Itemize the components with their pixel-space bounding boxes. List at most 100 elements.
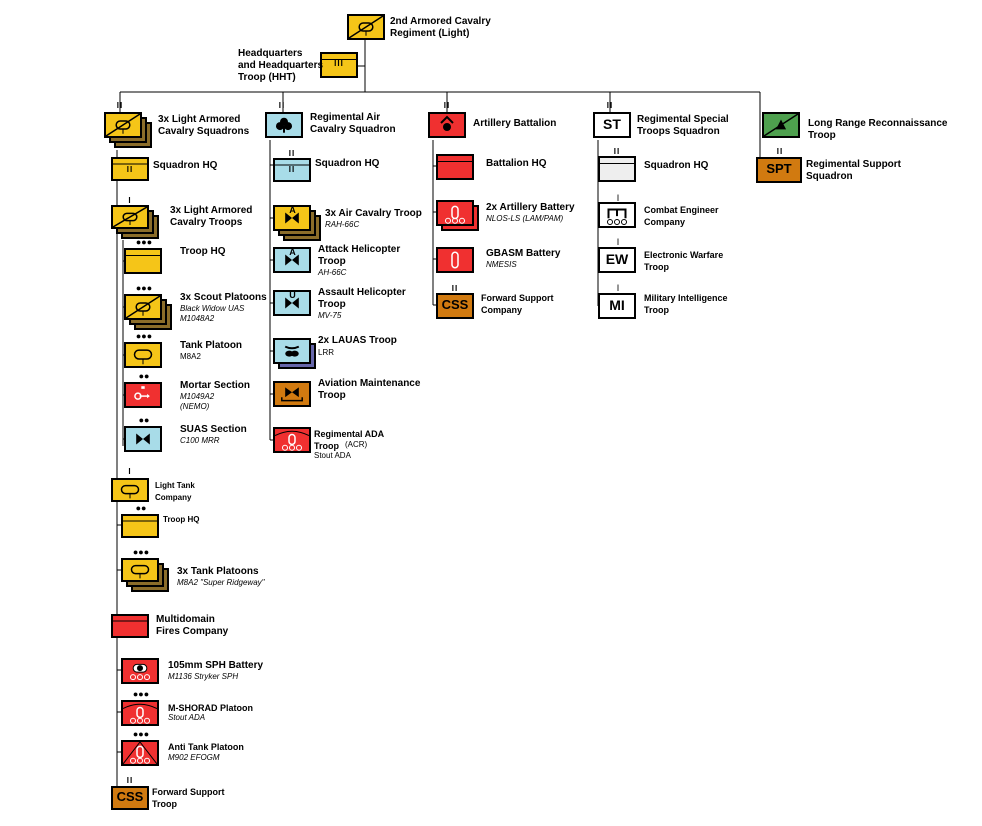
- suas-label-sub: C100 MRR: [180, 436, 220, 445]
- echelon-marker: II: [606, 101, 614, 110]
- antitank-sub: M902 EFOGM: [168, 753, 220, 762]
- letter-marker: A: [289, 205, 297, 215]
- troop-hq-symbol: [124, 248, 162, 274]
- arty-symbol: [428, 112, 466, 138]
- lt-tank-plts-symbol: [121, 558, 159, 582]
- stsq-symbol: [593, 112, 631, 138]
- fsc-symbol: [436, 293, 474, 319]
- fsc-label: Forward Support Company: [481, 293, 554, 315]
- echelon-dots: ●●●: [132, 729, 150, 739]
- echelon-dots: ●●●: [135, 283, 153, 293]
- mortar-symbol: [124, 382, 162, 408]
- engineer-symbol: [598, 202, 636, 228]
- echelon-marker: II: [288, 149, 296, 158]
- attack-label: Attack Helicopter Troop: [318, 244, 401, 267]
- bn-hq-symbol: [436, 154, 474, 180]
- engineer-label: Combat Engineer Company: [644, 205, 719, 227]
- air-cav-symbol: [273, 205, 311, 231]
- echelon-dots: ●●: [138, 371, 150, 381]
- echelon-dots: ●●: [138, 415, 150, 425]
- fst-symbol: [111, 786, 149, 810]
- gbasm-label: GBASM Battery: [486, 248, 561, 259]
- assault-label: Assault Helicopter Troop: [318, 287, 406, 310]
- mortar-label: Mortar Section: [180, 380, 251, 391]
- lt-troop-hq-symbol: [121, 514, 159, 538]
- stsq-st: ST: [603, 116, 621, 132]
- lauas-label: 2x LAUAS Troop: [318, 335, 397, 346]
- arty-label: Artillery Battalion: [473, 118, 557, 129]
- light-tank-label: Light Tank Company: [155, 481, 195, 502]
- echelon-marker: I: [128, 467, 132, 476]
- echelon-dots: ●●●: [132, 547, 150, 557]
- st-sqn-hq-symbol: [598, 156, 636, 182]
- gbasm-symbol: [436, 247, 474, 273]
- fst-label: Forward Support Troop: [152, 787, 225, 809]
- echelon-marker: II: [278, 101, 286, 110]
- assault-symbol: [273, 290, 311, 316]
- mshorad-symbol: [121, 700, 159, 726]
- reg-ada-acr: (ACR): [345, 440, 368, 449]
- rss-symbol: [756, 157, 802, 183]
- suas-symbol: [124, 426, 162, 452]
- lauas-label-sub: LRR: [318, 348, 335, 357]
- echelon-dots: ●●●: [135, 331, 153, 341]
- hht-symbol: [320, 52, 358, 78]
- antitank-label: Anti Tank Platoon: [168, 742, 244, 752]
- lrrt-symbol: [762, 112, 800, 138]
- letter-marker: A: [289, 247, 297, 257]
- mdf-symbol: [111, 614, 149, 638]
- tank-platoon-symbol: [124, 342, 162, 368]
- sph-symbol: [121, 658, 159, 684]
- tank-plts-label: 3x Tank Platoons: [177, 566, 259, 577]
- sph-label: 105mm SPH Battery: [168, 660, 264, 671]
- squadrons-label: 3x Light Armored Cavalry Squadrons: [158, 114, 250, 137]
- mi-label: Military Intelligence Troop: [644, 293, 728, 315]
- ew-label: Electronic Warfare Troop: [644, 250, 724, 272]
- regiment-label: 2nd Armored Cavalry Regiment (Light): [390, 16, 491, 39]
- air-sqn-hq-symbol: [273, 158, 311, 182]
- air-cav-label-sub: RAH-66C: [325, 220, 360, 229]
- rss-label: Regimental Support Squadron: [806, 159, 902, 182]
- echelon-dots: I: [616, 193, 620, 203]
- regiment-symbol: [347, 14, 385, 40]
- echelon-marker: III: [334, 59, 344, 68]
- echelon-marker: II: [288, 165, 296, 174]
- scout-label-sub: Black Widow UAS M1048A2: [180, 304, 245, 323]
- stsq-label: Regimental Special Troops Squadron: [637, 114, 729, 137]
- attack-label-sub: AH-66C: [318, 268, 347, 277]
- ew-text: EW: [605, 251, 629, 267]
- lt-troop-hq-label: Troop HQ: [163, 515, 200, 524]
- scout-symbol: [124, 294, 162, 320]
- mshorad-sub: Stout ADA: [168, 713, 206, 722]
- lrrt-label: Long Range Reconnaissance Troop: [808, 118, 948, 141]
- air-sqn-symbol: [265, 112, 303, 138]
- antitank-symbol: [121, 740, 159, 766]
- echelon-marker: II: [776, 147, 784, 156]
- echelon-marker: II: [126, 776, 134, 785]
- troops-label: 3x Light Armored Cavalry Troops: [170, 205, 253, 228]
- squadron-hq-symbol: [111, 157, 149, 181]
- st-sqn-hq-label: Squadron HQ: [644, 160, 709, 171]
- mdf-label: Multidomain Fires Company: [156, 614, 229, 637]
- reg-ada-symbol: [273, 427, 311, 453]
- lauas-symbol: [273, 338, 311, 364]
- squadrons-symbol: [104, 112, 142, 138]
- echelon-marker: II: [613, 147, 621, 156]
- scout-label: 3x Scout Platoons: [180, 292, 267, 303]
- echelon-dots: I: [616, 237, 620, 247]
- echelon-marker: II: [451, 284, 459, 293]
- echelon-marker: II: [443, 101, 451, 110]
- light-tank-symbol: [111, 478, 149, 502]
- tank-platoon-label: Tank Platoon: [180, 340, 243, 351]
- tank-platoon-label-sub: M8A2: [180, 352, 201, 361]
- reg-ada-sub: Stout ADA: [314, 451, 351, 460]
- mshorad-label: M-SHORAD Platoon: [168, 703, 253, 713]
- bn-hq-label: Battalion HQ: [486, 158, 547, 169]
- attack-symbol: [273, 247, 311, 273]
- air-cav-label: 3x Air Cavalry Troop: [325, 208, 422, 219]
- echelon-dots: ●●: [135, 503, 147, 513]
- mortar-label-sub: M1049A2 (NEMO): [180, 392, 215, 411]
- amt-symbol: [273, 381, 311, 407]
